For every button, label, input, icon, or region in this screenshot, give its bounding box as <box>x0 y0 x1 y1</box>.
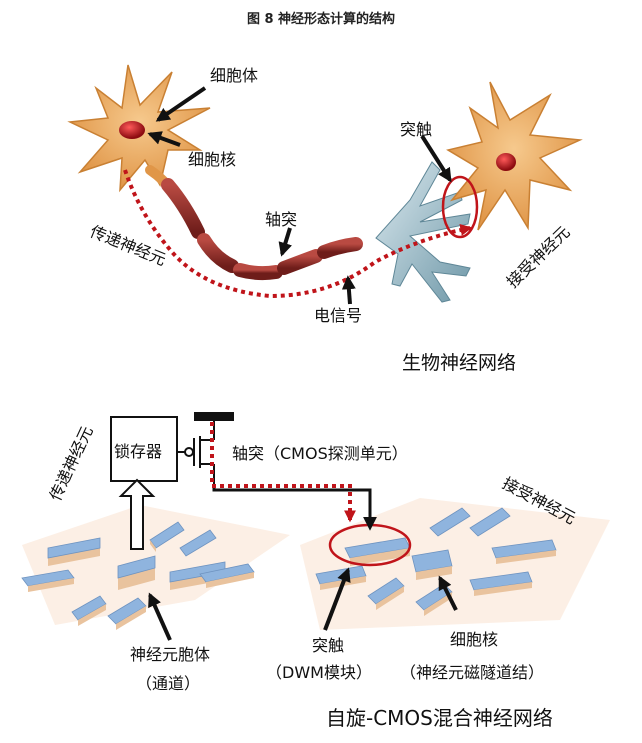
hybrid-signal-path <box>210 422 356 523</box>
latch-input-arrow <box>118 478 156 550</box>
synapse-arrow <box>420 134 452 183</box>
sending-nucleus-shape <box>119 121 145 139</box>
nucleus-label: 细胞核 <box>188 150 237 169</box>
nucleus-arrow <box>147 131 181 147</box>
electrical-signal-label: 电信号 <box>314 306 363 325</box>
synapse-highlight <box>441 175 479 239</box>
axon-terminal-shape <box>375 161 471 303</box>
cmos-output-wire <box>212 486 377 531</box>
receiving-neuron-shape <box>446 81 583 231</box>
receiving-nucleus-shape <box>496 153 516 171</box>
mtj-arrow <box>438 575 458 611</box>
signal-arrow <box>341 275 356 305</box>
left-block-grid <box>21 521 255 630</box>
axon-shape <box>161 178 383 281</box>
axon-arrow <box>278 227 292 257</box>
axon-label: 轴突 <box>265 210 298 229</box>
biological-network-title: 生物神经网络 <box>402 352 517 374</box>
channel-label: （通道） <box>136 674 201 693</box>
mtj-label: （神经元磁隧道结） <box>400 663 545 682</box>
cell-body-arrow <box>155 86 207 122</box>
latch-box <box>110 416 178 482</box>
hybrid-network-title: 自旋-CMOS混合神经网络 <box>326 706 553 730</box>
cell-body-label: 细胞体 <box>210 66 259 85</box>
hybrid-nucleus-label: 细胞核 <box>450 630 499 649</box>
axon-cmos-label: 轴突（CMOS探测单元） <box>232 444 408 463</box>
hybrid-synapse-label: 突触 <box>312 636 345 655</box>
latch-label: 锁存器 <box>114 442 163 461</box>
soma-label: 神经元胞体 <box>130 645 211 664</box>
dwm-label: （DWM模块） <box>266 663 372 682</box>
cmos-transistor-symbol <box>177 412 234 486</box>
figure-title: 图 8 神经形态计算的结构 <box>246 12 396 27</box>
synapse-label: 突触 <box>400 120 433 139</box>
left-pad-shape <box>22 505 290 625</box>
soma-arrow <box>148 592 172 641</box>
dwm-arrow <box>323 567 351 631</box>
